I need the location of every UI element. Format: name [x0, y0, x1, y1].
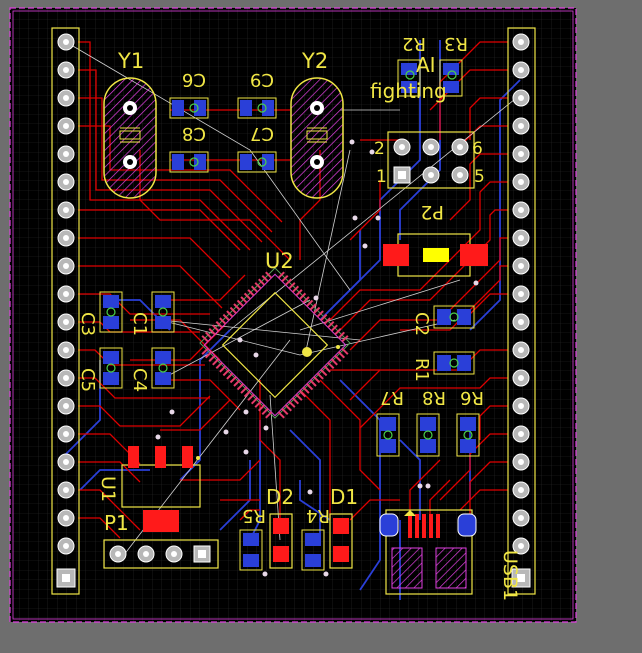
label-y2: Y2 [301, 49, 328, 73]
label-c3: C3 [77, 312, 98, 336]
label-d1: D1 [330, 485, 358, 509]
label-r6: R6 [460, 387, 484, 408]
label-c6: C6 [182, 69, 206, 90]
label-c1: C1 [129, 312, 150, 336]
u1-regulator[interactable] [121, 446, 201, 532]
label-d2: D2 [266, 485, 294, 509]
label-u2: U2 [265, 249, 294, 273]
smd-passives[interactable] [99, 59, 480, 571]
d1-led[interactable] [329, 513, 353, 569]
label-u1: U1 [97, 476, 119, 502]
label-c4: C4 [129, 368, 150, 392]
left-header-j1[interactable] [51, 27, 80, 595]
u2-dot [336, 345, 340, 349]
u2-qfp-chip[interactable] [193, 263, 357, 427]
label-pin6: 6 [472, 139, 483, 159]
label-pin5: 5 [474, 167, 485, 187]
label-p1: P1 [104, 511, 129, 535]
label-r1: R1 [411, 358, 432, 382]
p2-header[interactable] [387, 131, 475, 189]
p1-header[interactable] [103, 539, 219, 569]
label-r8: R8 [422, 387, 446, 408]
usb1-connector[interactable] [379, 509, 477, 595]
label-y1: Y1 [117, 49, 144, 73]
label-r2: R2 [402, 33, 426, 54]
label-c8: C8 [182, 123, 206, 144]
label-usb1: USB1 [499, 550, 521, 601]
label-r3: R3 [444, 33, 468, 54]
u2-keepout [199, 267, 351, 419]
label-c5: C5 [77, 368, 98, 392]
u2-pin1-marker [302, 347, 312, 357]
switch-component[interactable] [383, 233, 488, 277]
top-copper-traces [78, 41, 508, 539]
label-c9: C9 [250, 69, 274, 90]
label-brand-line1: AI [416, 53, 436, 77]
board-inner-outline [12, 10, 574, 620]
label-pin2: 2 [374, 139, 385, 159]
y2-crystal[interactable] [290, 77, 344, 199]
board-outline [9, 7, 577, 623]
silkscreen-labels: Y1 Y2 C6 C9 C8 C7 R3 R2 AI fighting P2 2… [77, 33, 521, 601]
label-c2: C2 [411, 312, 432, 336]
label-r7: R7 [380, 387, 404, 408]
label-c7: C7 [250, 123, 274, 144]
label-r5: R5 [242, 505, 266, 526]
d2-led[interactable] [269, 513, 293, 569]
label-r4: R4 [306, 505, 330, 526]
right-header-j2[interactable] [507, 27, 536, 595]
label-p2: P2 [420, 201, 444, 223]
vias [155, 139, 479, 577]
y1-crystal[interactable] [103, 77, 157, 199]
label-pin1: 1 [376, 167, 387, 187]
label-brand-line2: fighting [370, 79, 447, 103]
smd-pad-rings [106, 70, 473, 440]
